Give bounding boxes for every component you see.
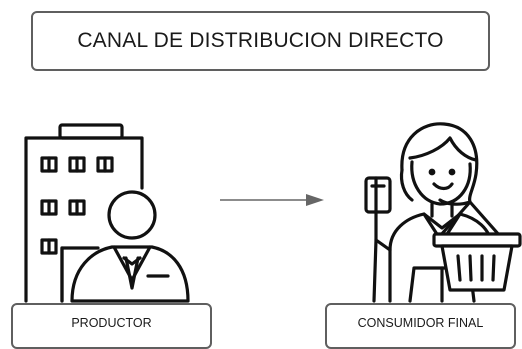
diagram-title: CANAL DE DISTRIBUCION DIRECTO xyxy=(31,11,490,71)
consumer-label: CONSUMIDOR FINAL xyxy=(325,303,516,349)
producer-label: PRODUCTOR xyxy=(11,303,212,349)
consumer-icon xyxy=(364,122,522,303)
right-arrow-icon xyxy=(220,194,324,206)
producer-icon xyxy=(24,123,190,303)
